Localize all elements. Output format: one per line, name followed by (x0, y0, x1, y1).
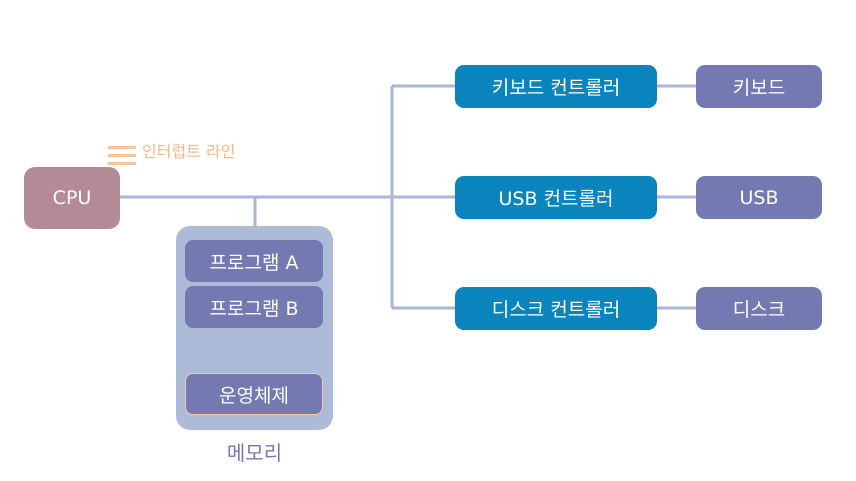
memory-label: 메모리 (226, 441, 283, 465)
usb-device-box: USB (696, 176, 822, 219)
disk-controller-box: 디스크 컨트롤러 (455, 287, 657, 330)
cpu-box: CPU (24, 167, 120, 229)
usb-controller-box: USB 컨트롤러 (455, 176, 657, 219)
disk-device-box: 디스크 (696, 287, 822, 330)
interrupt-line-label: 인터럽트 라인 (142, 142, 236, 161)
program-b-box: 프로그램 B (185, 286, 323, 328)
keyboard-controller-box: 키보드 컨트롤러 (455, 65, 657, 108)
program-a-box: 프로그램 A (185, 240, 323, 282)
operating-system-box: 운영체제 (185, 373, 323, 415)
keyboard-device-box: 키보드 (696, 65, 822, 108)
interrupt-line-icon (108, 146, 136, 168)
